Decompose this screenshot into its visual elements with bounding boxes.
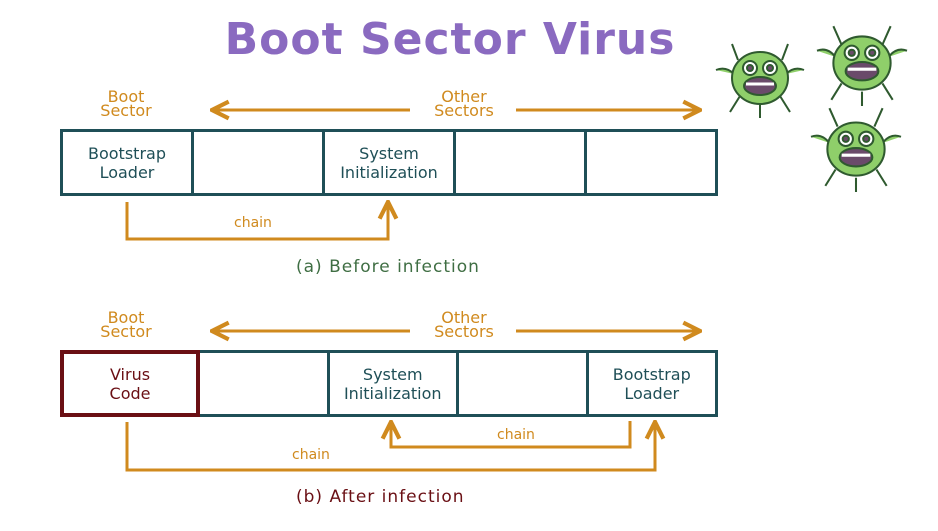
disk-sectors-row-a: Bootstrap Loader System Initialization [60, 129, 718, 196]
chain-connector-a [125, 202, 388, 241]
page-title: Boot Sector Virus [224, 14, 676, 65]
caption-after-infection: (b) After infection [296, 487, 465, 507]
chain-label-b-upper: chain [497, 427, 535, 443]
sector-cell-bootstrap-loader: Bootstrap Loader [63, 132, 194, 193]
sector-cell-virus-code: Virus Code [60, 350, 200, 417]
virus-monster-icon [810, 107, 902, 192]
sector-cell-empty [200, 353, 330, 414]
chain-label-a: chain [234, 215, 272, 231]
sector-cell-empty [459, 353, 589, 414]
sector-cell-bootstrap-loader: Bootstrap Loader [612, 364, 691, 403]
sector-cell-system-initialization: System Initialization [330, 353, 459, 414]
chain-connector-b-lower [125, 422, 655, 472]
chain-connector-b-upper [391, 421, 632, 449]
chain-label-b-lower: chain [292, 447, 330, 463]
other-sectors-label-a: Other Sectors [434, 87, 494, 120]
sector-cell-system-initialization: System Initialization [325, 132, 456, 193]
boot-sector-label-a: Boot Sector [100, 87, 152, 120]
virus-monster-icon [816, 25, 908, 106]
boot-sector-label-b: Boot Sector [100, 308, 152, 341]
sector-cell-empty [587, 132, 715, 193]
sector-cell-empty [194, 132, 325, 193]
sector-cell-empty [456, 132, 587, 193]
disk-sectors-row-b: Virus Code System Initialization Bootstr… [60, 350, 718, 417]
virus-monster-icon [715, 43, 805, 118]
caption-before-infection: (a) Before infection [296, 257, 480, 277]
other-sectors-label-b: Other Sectors [434, 308, 494, 341]
